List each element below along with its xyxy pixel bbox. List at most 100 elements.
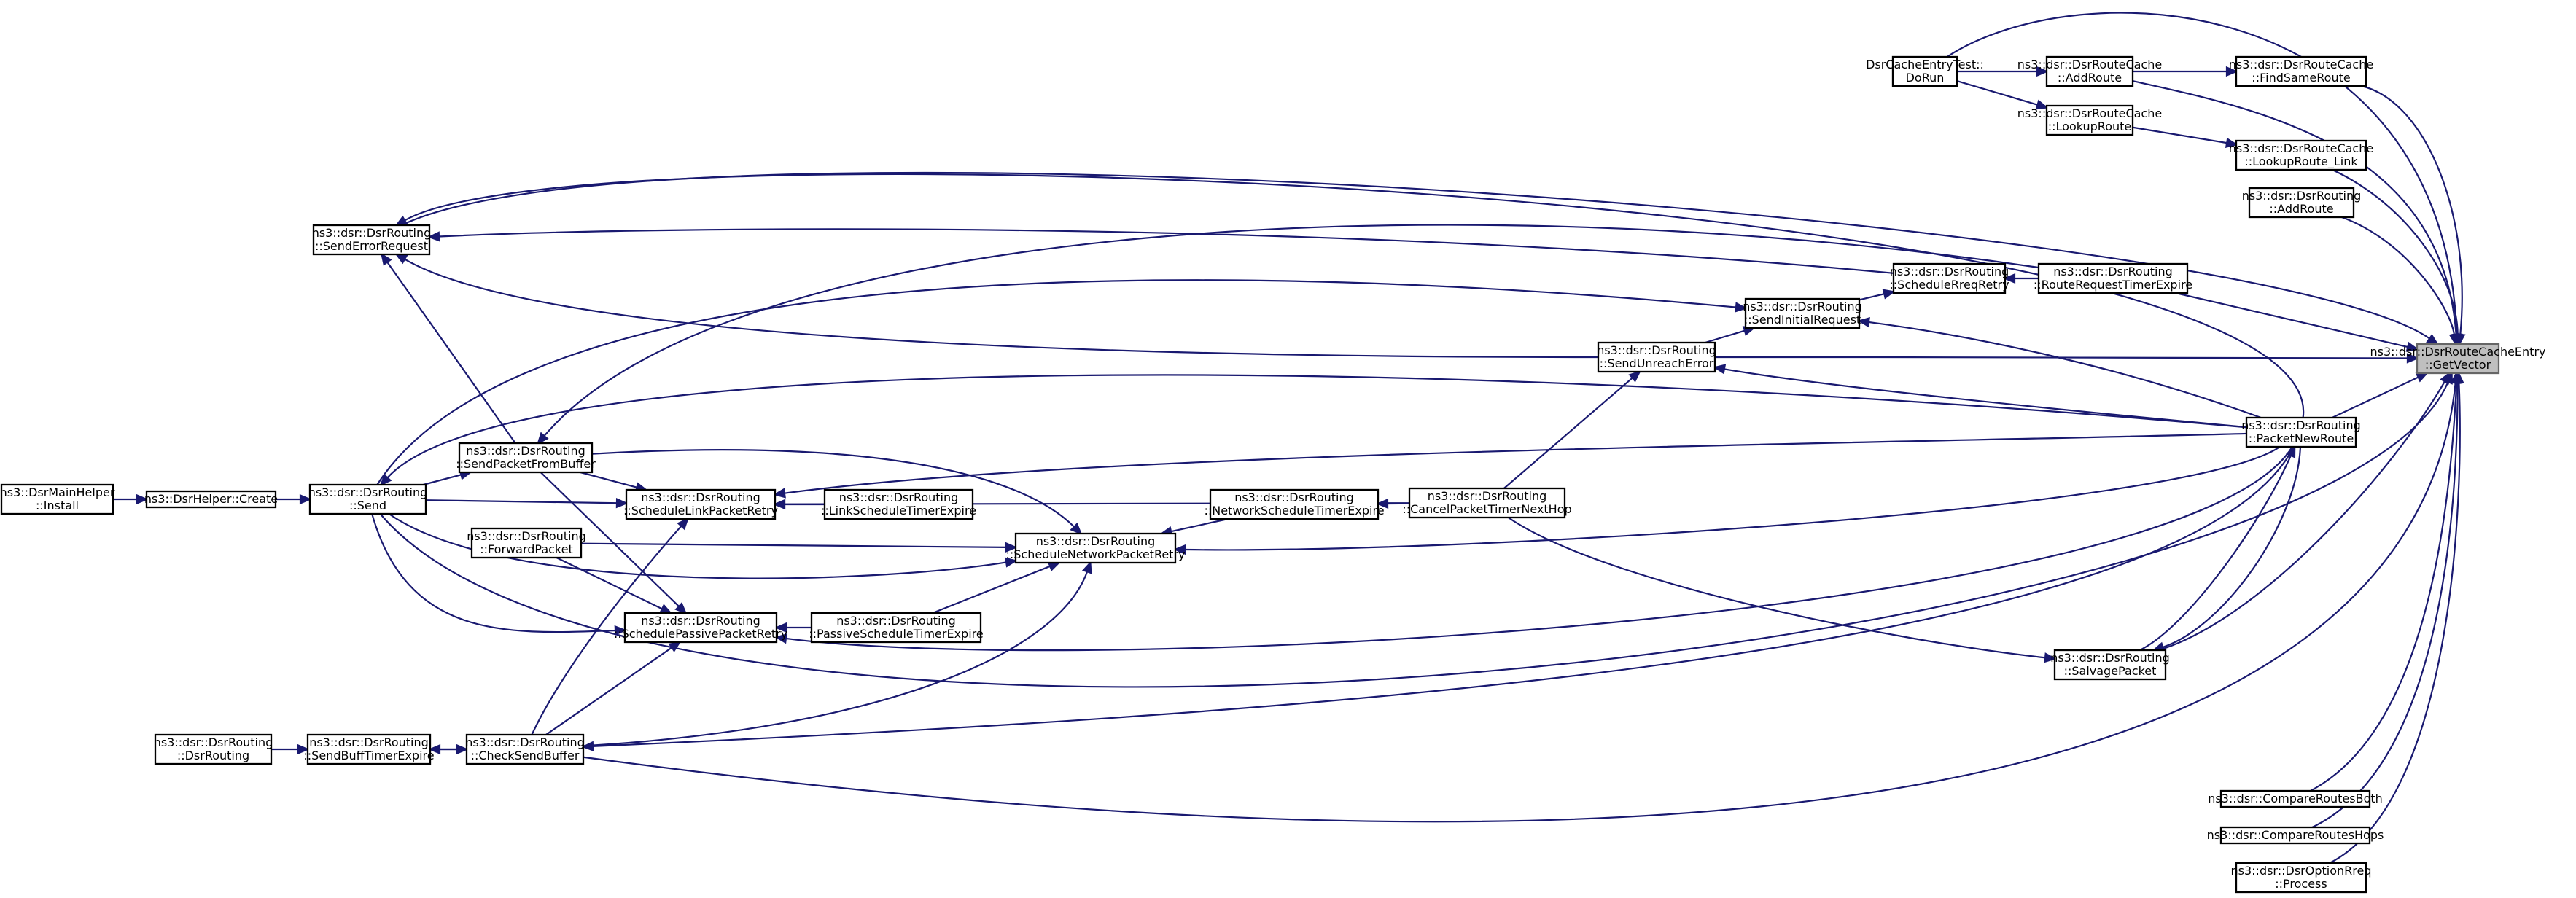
edge-line — [583, 571, 1089, 747]
function-node-comparerouteshops[interactable]: ns3::dsr::CompareRoutesHops — [2207, 826, 2384, 845]
function-node-dsrrouting_ctor[interactable]: ns3::dsr::DsrRouting::DsrRouting — [154, 733, 273, 765]
call-edge-packetnewroute-to-schedulepassivepacketretry — [774, 446, 2293, 652]
function-node-networkscheduletimerexpire[interactable]: ns3::dsr::DsrRouting::NetworkScheduleTim… — [1204, 488, 1385, 520]
node-box — [312, 224, 431, 256]
function-node-schedulerreqretry[interactable]: ns3::dsr::DsrRouting::ScheduleRreqRetry — [1889, 262, 2009, 294]
function-node-findsameroute[interactable]: ns3::dsr::DsrRouteCache::FindSameRoute — [2229, 55, 2373, 87]
node-label-line: ns3::dsr::DsrRouting — [154, 735, 273, 749]
call-edge-packetnewroute-to-checksendbuffer — [581, 446, 2295, 751]
function-node-forwardpacket[interactable]: ns3::dsr::DsrRouting::ForwardPacket — [467, 527, 586, 559]
call-edge-sendpacketfrombuffer-to-schedulepassivepacketretry — [540, 472, 688, 614]
arrowhead-icon — [1713, 364, 1727, 375]
call-edge-packetnewroute-to-salvagepacket — [2152, 446, 2302, 652]
edge-line — [591, 449, 1075, 528]
function-node-routing_addroute[interactable]: ns3::dsr::DsrRouting::AddRoute — [2242, 187, 2362, 219]
call-edge-optionrreq_process-to-getvector — [2329, 371, 2464, 864]
node-label-line: ::SendInitialRequest — [1744, 313, 1861, 327]
node-box — [1014, 532, 1177, 564]
call-edge-schedulerreqretry-to-senderrorrequest — [427, 228, 1894, 274]
edge-line — [932, 565, 1051, 614]
function-node-dorun[interactable]: DsrCacheEntryTest::DoRun — [1866, 55, 1984, 87]
function-node-senderrorrequest[interactable]: ns3::dsr::DsrRouting::SendErrorRequest — [312, 224, 432, 256]
function-node-schedulepassivepacketretry[interactable]: ns3::dsr::DsrRouting::SchedulePassivePac… — [614, 612, 787, 644]
function-node-passivescheduletimerexpire[interactable]: ns3::dsr::DsrRouting::PassiveScheduleTim… — [809, 612, 984, 644]
arrowhead-icon — [1047, 561, 1061, 571]
edge-line — [2132, 126, 2227, 144]
call-edge-sendunreacherror-to-getvector — [1714, 353, 2419, 364]
call-edge-sendinitialrequest-to-schedulerreqretry — [1859, 289, 1896, 301]
node-label-line: ns3::dsr::DsrRouteCache — [2229, 58, 2373, 71]
node-label-line: ns3::dsr::DsrRouting — [1597, 343, 1716, 357]
arrowhead-icon — [297, 743, 310, 755]
function-node-compareroutesboth[interactable]: ns3::dsr::CompareRoutesBoth — [2208, 789, 2383, 808]
node-box — [1891, 55, 1958, 87]
call-edge-sendbufftimerexpire-to-checksendbuffer — [429, 743, 469, 755]
function-node-helper_create[interactable]: ns3::DsrHelper::Create — [144, 490, 278, 509]
function-node-lookuproute[interactable]: ns3::dsr::DsrRouteCache::LookupRoute — [2017, 104, 2162, 136]
function-node-sendpacketfrombuffer[interactable]: ns3::dsr::DsrRouting::SendPacketFromBuff… — [456, 442, 596, 474]
call-edge-send-to-schedulepassivepacketretry — [371, 513, 627, 636]
node-label-line: ::SendBuffTimerExpire — [303, 749, 434, 762]
node-box — [2248, 187, 2355, 219]
function-node-cancelpackettimernexthop[interactable]: ns3::dsr::DsrRouting::CancelPacketTimerN… — [1402, 487, 1572, 519]
edge-line — [1956, 79, 2038, 106]
arrowhead-icon — [2406, 353, 2419, 364]
function-node-cache_addroute[interactable]: ns3::dsr::DsrRouteCache::AddRoute — [2017, 55, 2162, 87]
edge-line — [1868, 321, 2262, 419]
edge-line — [580, 542, 1007, 549]
node-label-line: ns3::dsr::DsrRouting — [466, 444, 585, 458]
arrowhead-icon — [581, 741, 594, 751]
node-label-line: ns3::dsr::DsrRouteCache — [2229, 141, 2373, 155]
function-node-routerequesttimerexpire[interactable]: ns3::dsr::DsrRouting::RouteRequestTimerE… — [2034, 262, 2192, 294]
function-node-sendunreacherror[interactable]: ns3::dsr::DsrRouting::SendUnreachError — [1597, 341, 1716, 373]
arrowhead-icon — [2036, 66, 2049, 77]
edge-line — [1705, 329, 1746, 344]
function-node-optionrreq_process[interactable]: ns3::dsr::DsrOptionRreq::Process — [2231, 862, 2372, 894]
edge-line — [543, 224, 2039, 437]
function-node-getvector[interactable]: ns3::dsr::DsrRouteCacheEntry::GetVector — [2370, 343, 2546, 375]
node-label-line: ns3::dsr::DsrRouteCacheEntry — [2370, 345, 2545, 359]
call-edge-mainhelper_install-to-helper_create — [112, 493, 149, 505]
function-node-linkscheduletimerexpire[interactable]: ns3::dsr::DsrRouting::LinkScheduleTimerE… — [821, 488, 976, 520]
arrowhead-icon — [2003, 273, 2016, 284]
function-node-sendbufftimerexpire[interactable]: ns3::dsr::DsrRouting::SendBuffTimerExpir… — [303, 733, 435, 765]
node-label-line: ::LookupRoute — [2048, 120, 2132, 133]
call-edge-forwardpacket-to-schedulenetworkpacketretry — [580, 542, 1018, 553]
function-node-mainhelper_install[interactable]: ns3::DsrMainHelper::Install — [0, 483, 115, 515]
node-box — [2045, 55, 2134, 87]
function-node-sendinitialrequest[interactable]: ns3::dsr::DsrRouting::SendInitialRequest — [1743, 297, 1862, 329]
arrowhead-icon — [394, 253, 408, 265]
edge-line — [2332, 169, 2459, 335]
arrowhead-icon — [1735, 302, 1748, 313]
edge-line — [531, 525, 682, 735]
node-label-line: ::Process — [2275, 877, 2327, 891]
call-edge-salvagepacket-to-getvector — [2158, 371, 2451, 652]
function-node-schedulenetworkpacketretry[interactable]: ns3::dsr::DsrRouting::ScheduleNetworkPac… — [1005, 532, 1186, 564]
call-edge-cache_addroute-to-findsameroute — [2133, 66, 2238, 77]
edge-line — [2158, 380, 2445, 652]
function-node-checksendbuffer[interactable]: ns3::dsr::DsrRouting::CheckSendBuffer — [465, 733, 585, 765]
function-node-salvagepacket[interactable]: ns3::dsr::DsrRouting::SalvagePacket — [2050, 649, 2170, 681]
call-edge-checksendbuffer-to-schedulenetworkpacketretry — [583, 561, 1092, 747]
edge-line — [379, 381, 2449, 688]
node-box — [458, 442, 594, 474]
call-edge-send-to-sendinitialrequest — [376, 279, 1748, 485]
function-node-send[interactable]: ns3::dsr::DsrRouting::Send — [308, 483, 428, 515]
call-edge-packetnewroute-to-schedulenetworkpacketretry — [1173, 446, 2281, 555]
node-label-line: ::GetVector — [2425, 358, 2491, 372]
function-node-schedulelinkpacketretry[interactable]: ns3::dsr::DsrRouting::ScheduleLinkPacket… — [623, 488, 778, 520]
call-edge-routing_addroute-to-getvector — [2341, 216, 2459, 346]
arrowhead-icon — [1070, 522, 1083, 535]
node-box — [2235, 55, 2367, 87]
edge-line — [1946, 12, 2458, 335]
arrowhead-icon — [773, 499, 786, 509]
node-box — [2037, 262, 2189, 294]
arrowhead-icon — [774, 622, 787, 633]
edge-line — [2361, 85, 2463, 335]
function-node-lookuproute_link[interactable]: ns3::dsr::DsrRouteCache::LookupRoute_Lin… — [2229, 139, 2373, 171]
node-label-line: ::ScheduleLinkPacketRetry — [623, 504, 778, 518]
function-node-packetnewroute[interactable]: ns3::dsr::DsrRouting::PacketNewRoute — [2241, 416, 2361, 448]
node-label-line: ns3::dsr::DsrRouting — [2050, 651, 2170, 665]
node-label-line: ns3::dsr::DsrRouting — [309, 735, 429, 749]
call-edge-checksendbuffer-to-schedulelinkpacketretry — [531, 517, 689, 735]
